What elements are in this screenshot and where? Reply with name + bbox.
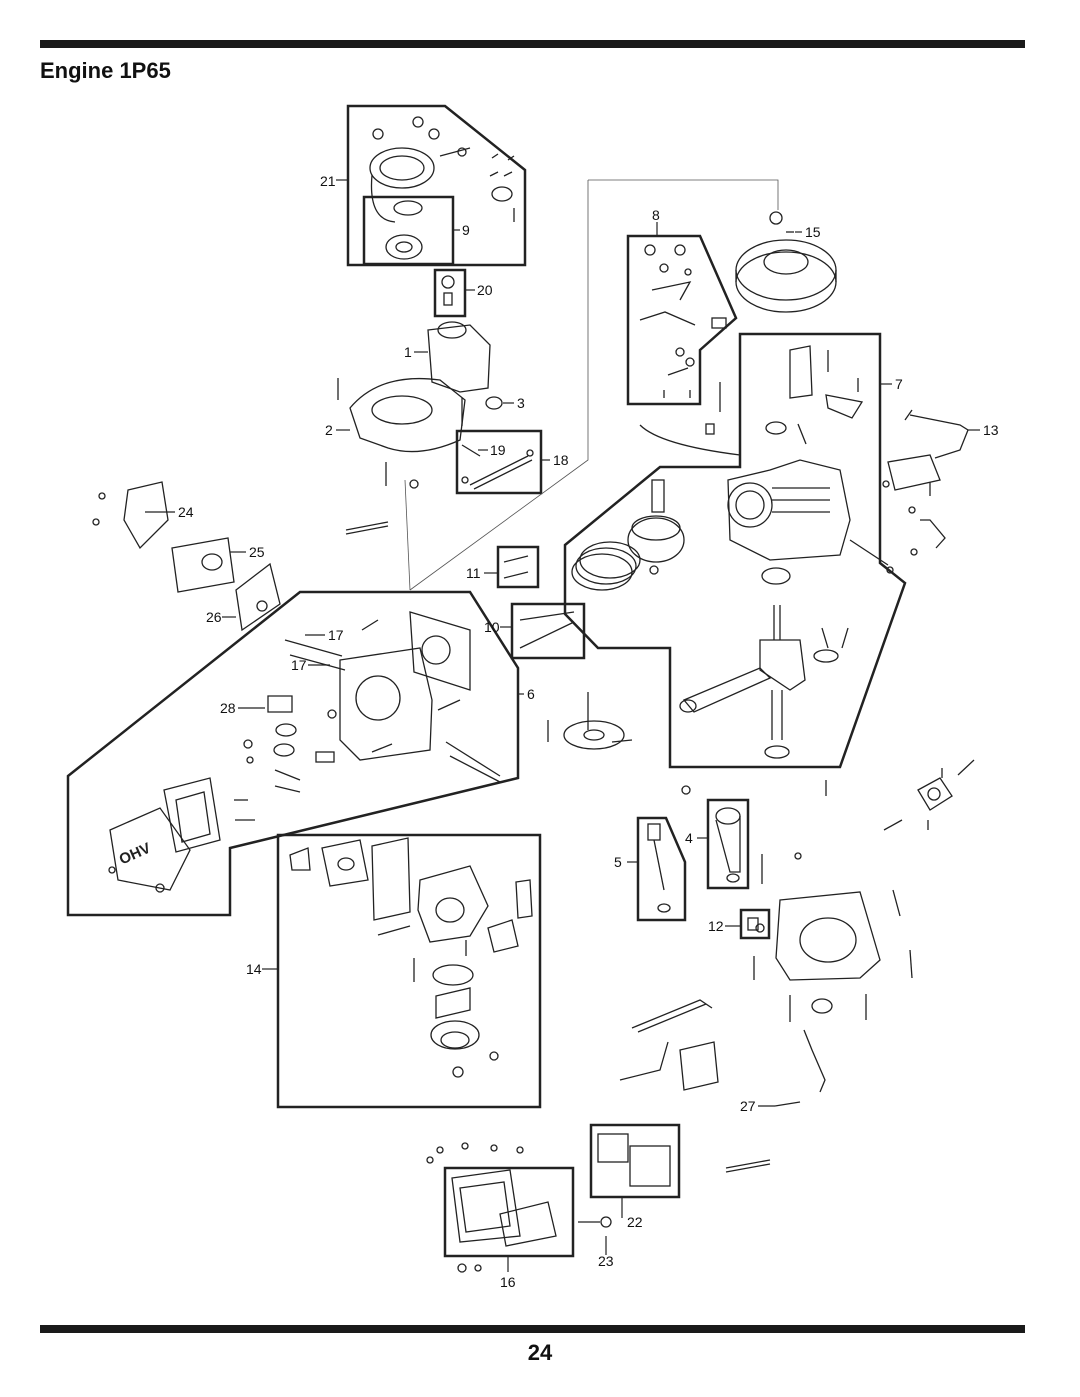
callout-7: 7 bbox=[895, 376, 903, 392]
ohv-decal: OHV bbox=[117, 840, 154, 869]
callout-16: 16 bbox=[500, 1274, 516, 1290]
breather-parts bbox=[883, 759, 975, 831]
oil-fill-tube bbox=[715, 807, 741, 883]
callout-1: 1 bbox=[404, 344, 412, 360]
ratchet bbox=[441, 275, 455, 306]
callout-3: 3 bbox=[517, 395, 525, 411]
callout-17-lower: 17 bbox=[291, 657, 307, 673]
crankcase-cover bbox=[747, 852, 913, 1022]
governor-parts bbox=[639, 244, 741, 456]
valves bbox=[503, 555, 575, 649]
cylinder-block bbox=[705, 345, 864, 585]
fan-shroud bbox=[337, 321, 503, 535]
callout-28: 28 bbox=[220, 700, 236, 716]
starter-pulley bbox=[385, 200, 423, 260]
reference-lines bbox=[404, 179, 779, 591]
ignition-group bbox=[626, 234, 738, 406]
callout-8: 8 bbox=[652, 207, 660, 223]
callout-21: 21 bbox=[320, 173, 336, 189]
pins bbox=[461, 444, 534, 490]
callout-10: 10 bbox=[484, 619, 500, 635]
recoil-starter-housing bbox=[369, 116, 515, 223]
cylinder-group bbox=[563, 332, 907, 769]
recoil-starter-group bbox=[346, 104, 527, 267]
callout-27: 27 bbox=[740, 1098, 756, 1114]
callout-19: 19 bbox=[490, 442, 506, 458]
dipstick bbox=[647, 823, 671, 913]
callout-18: 18 bbox=[553, 452, 569, 468]
callout-4: 4 bbox=[685, 830, 693, 846]
muffler bbox=[92, 481, 281, 632]
callout-9: 9 bbox=[462, 222, 470, 238]
callout-25: 25 bbox=[249, 544, 265, 560]
crankshaft bbox=[679, 605, 849, 759]
flywheel bbox=[735, 211, 837, 313]
drain-plug-box bbox=[739, 908, 771, 940]
air-cleaner bbox=[426, 1133, 671, 1273]
group-outlines bbox=[66, 104, 907, 1258]
bottom-rule bbox=[40, 1325, 1025, 1333]
air-filter-element-box bbox=[589, 1123, 681, 1199]
carburetor bbox=[289, 837, 533, 1078]
leader-lines bbox=[145, 179, 980, 1272]
pushrod-box bbox=[510, 602, 586, 660]
callout-labels: 21 9 20 1 3 2 19 18 8 15 7 13 24 25 26 1… bbox=[178, 173, 999, 1290]
ratchet-box bbox=[433, 268, 467, 318]
valve-cover bbox=[108, 777, 255, 893]
callout-13: 13 bbox=[983, 422, 999, 438]
dipstick-group bbox=[636, 816, 687, 922]
air-cleaner-group bbox=[443, 1166, 575, 1258]
callout-5: 5 bbox=[614, 854, 622, 870]
cylinder-head bbox=[243, 611, 501, 793]
page-number: 24 bbox=[527, 1340, 553, 1365]
callout-26: 26 bbox=[206, 609, 222, 625]
valve-box bbox=[496, 545, 540, 589]
callout-17-upper: 17 bbox=[328, 627, 344, 643]
page-title: Engine 1P65 bbox=[40, 58, 171, 83]
starter-pulley-box bbox=[362, 195, 455, 266]
camshaft bbox=[547, 692, 633, 750]
callout-6: 6 bbox=[527, 686, 535, 702]
carburetor-group bbox=[276, 833, 542, 1109]
top-rule bbox=[40, 40, 1025, 48]
callout-11: 11 bbox=[466, 565, 481, 581]
callout-22: 22 bbox=[627, 1214, 643, 1230]
pin-box bbox=[455, 429, 543, 495]
callout-15: 15 bbox=[805, 224, 821, 240]
callout-12: 12 bbox=[708, 918, 724, 934]
ignition-coil bbox=[849, 409, 969, 574]
callout-24: 24 bbox=[178, 504, 194, 520]
oil-fill-box bbox=[706, 798, 750, 890]
callout-14: 14 bbox=[246, 961, 262, 977]
piston bbox=[571, 479, 685, 591]
governor-controls bbox=[619, 780, 827, 1173]
callout-20: 20 bbox=[477, 282, 493, 298]
callout-2: 2 bbox=[325, 422, 333, 438]
callout-23: 23 bbox=[598, 1253, 614, 1269]
cylinder-head-group bbox=[66, 590, 520, 917]
